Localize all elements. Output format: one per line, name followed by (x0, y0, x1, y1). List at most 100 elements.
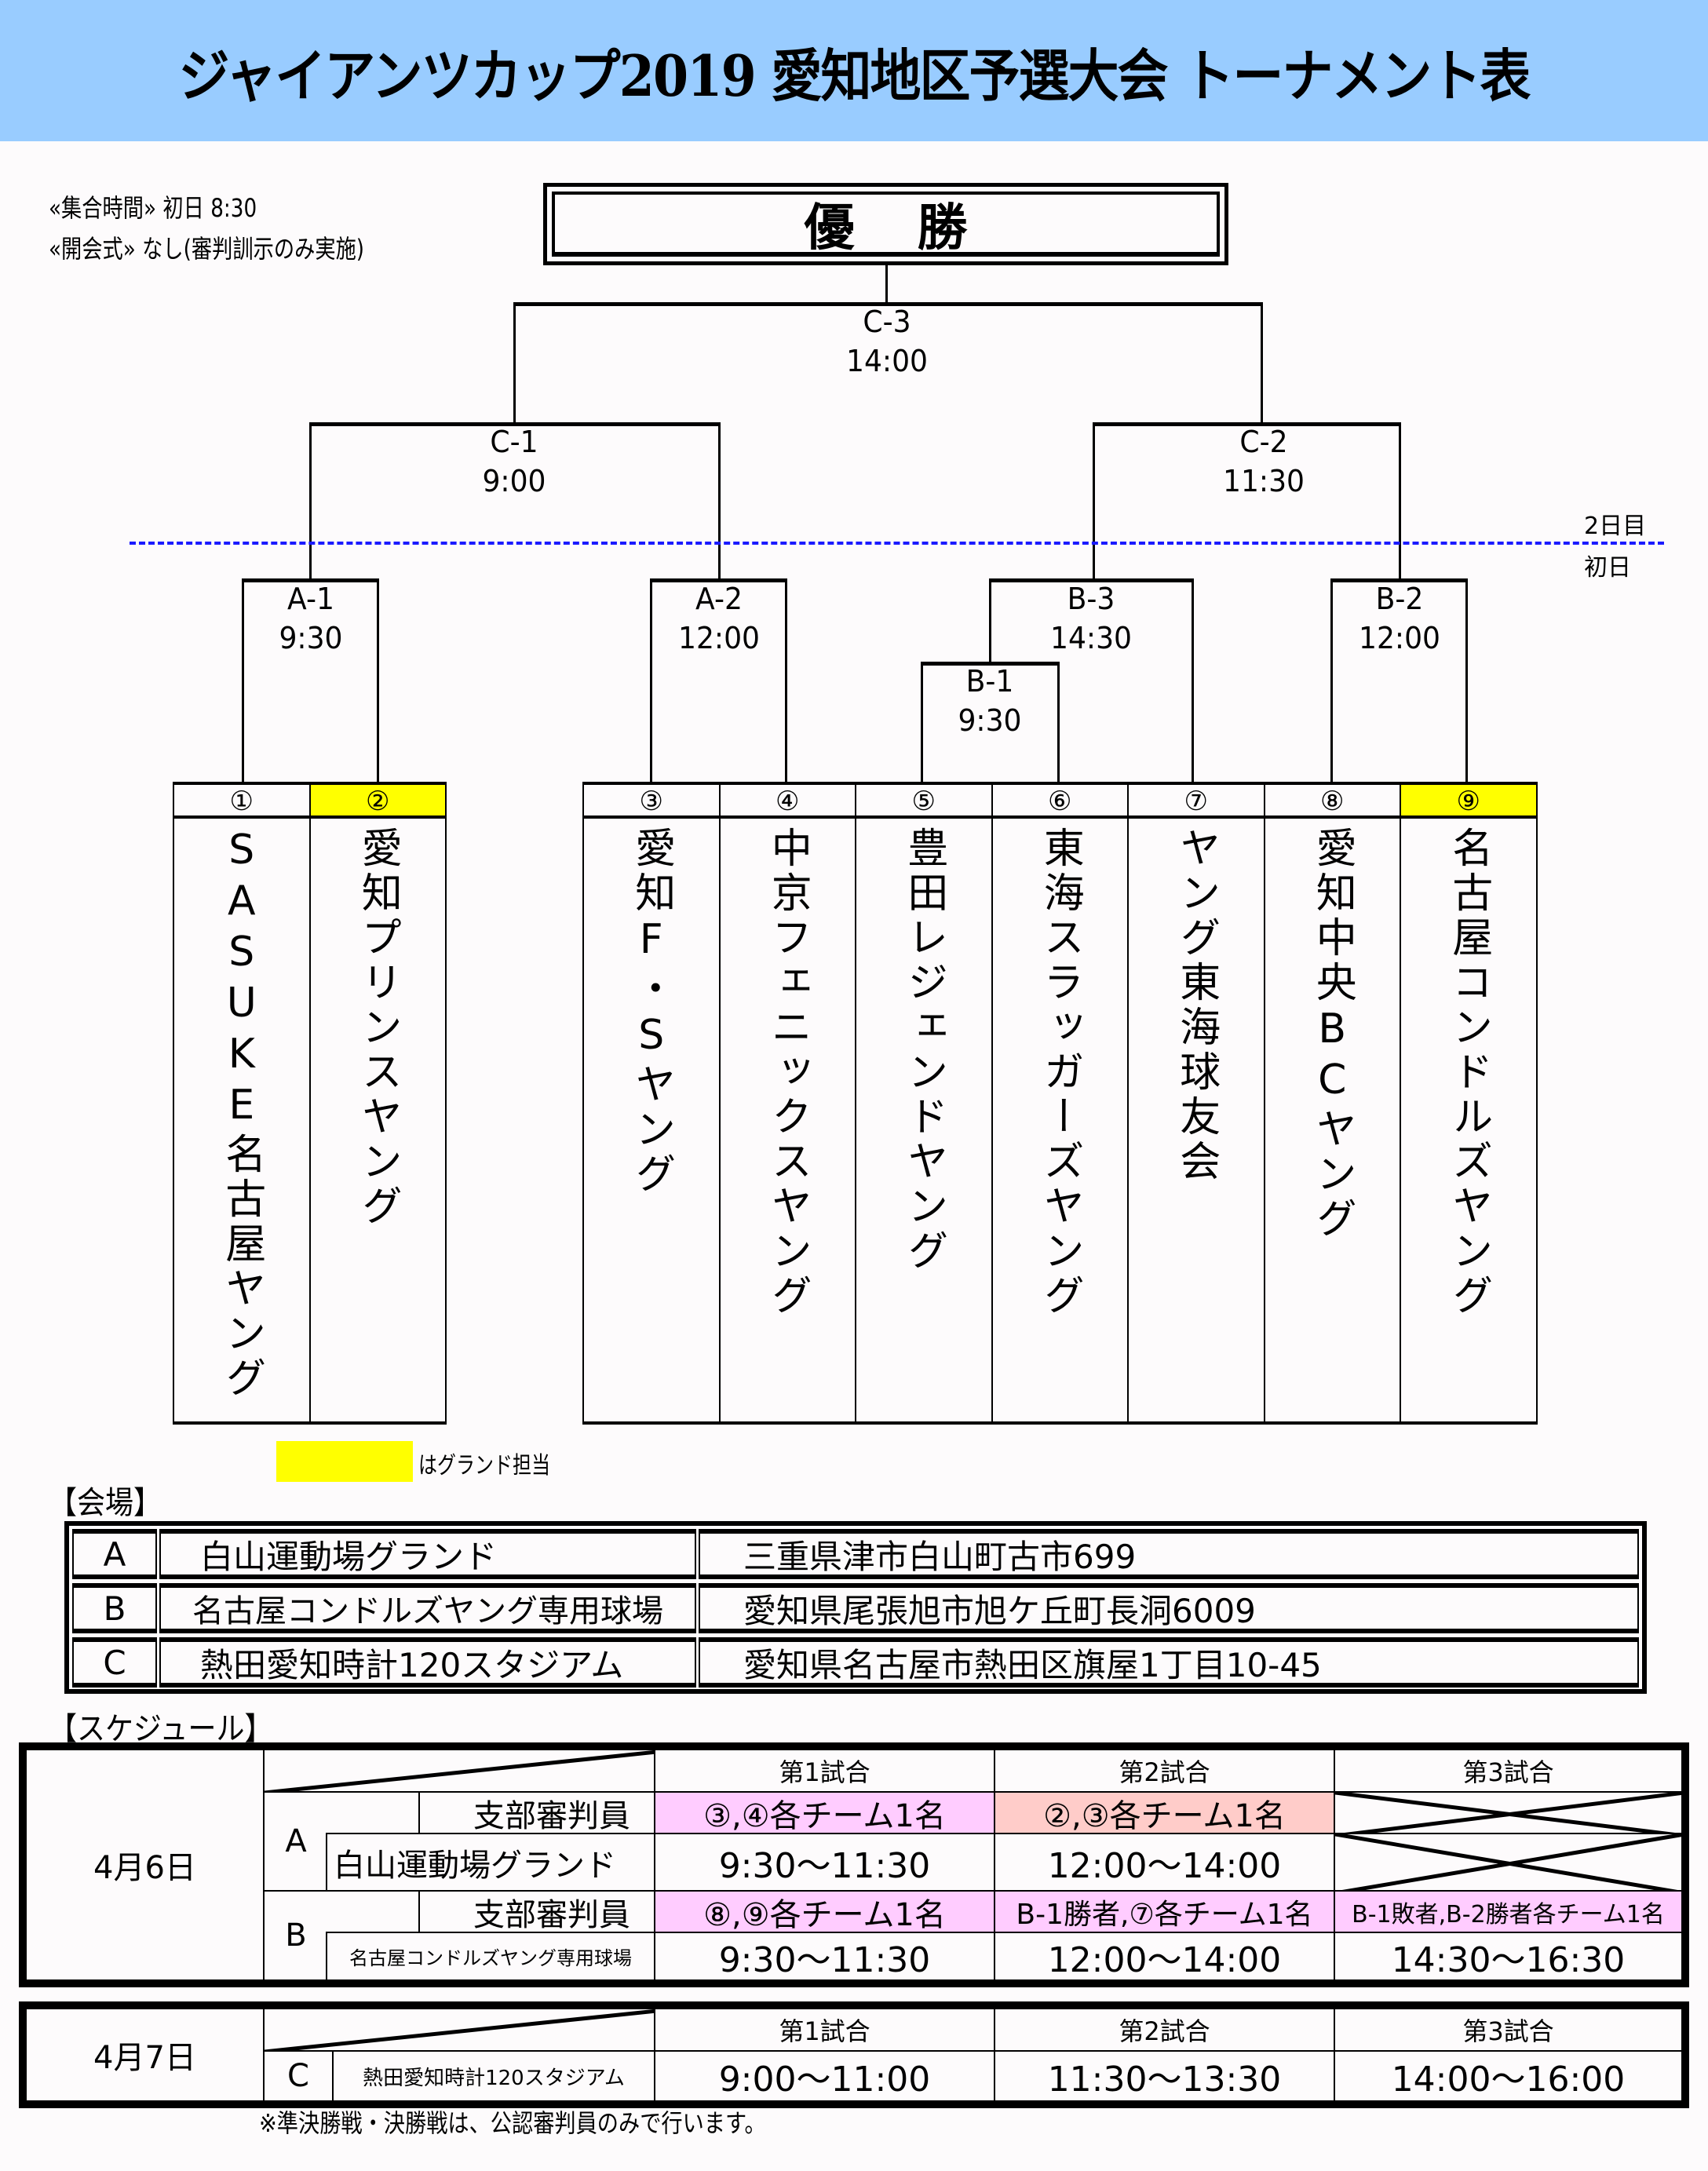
bracket-line (921, 662, 923, 784)
bracket-line (1093, 422, 1401, 426)
cross-mark (1335, 1834, 1681, 1890)
team-number: ⑨ (1400, 782, 1538, 817)
team-name-cell: 中京フェニックスヤング (718, 815, 856, 1425)
champion-box: 優勝 (543, 183, 1228, 265)
match-time: 9:30 (958, 703, 1022, 738)
team-name: SASUKE名古屋ヤング (217, 826, 265, 1401)
time-cell: 9:30～11:30 (654, 1833, 995, 1892)
bracket-line (309, 422, 721, 426)
bracket-line (1330, 578, 1468, 582)
team-name: 豊田レジェンドヤング (900, 826, 947, 1274)
ground-duty-legend-swatch (276, 1441, 413, 1482)
team-name-cell: 東海スラッガーズヤング (991, 815, 1129, 1425)
venue-heading: 【会場】 (49, 1485, 162, 1521)
schedule-date: 4月7日 (25, 2008, 265, 2102)
game2-header: 第2試合 (994, 1749, 1335, 1793)
match-code: A-1 (287, 582, 334, 616)
venue-b-id: B (263, 1890, 327, 1981)
cell-divider (326, 1892, 420, 1932)
match-time: 14:00 (845, 344, 929, 378)
umpire-label: 支部審判員 (326, 1890, 655, 1933)
team-name-cell: 豊田レジェンドヤング (855, 815, 993, 1425)
bracket-line (989, 578, 1194, 582)
venue-a-name: 白山運動場グランド (326, 1833, 655, 1892)
day-divider-line (130, 542, 1664, 545)
team-name: 愛知プリンスヤング (354, 826, 402, 1229)
time-cell: 9:00～11:00 (654, 2050, 995, 2102)
venue-name: 白山運動場グランド (159, 1529, 696, 1579)
venue-address: 愛知県名古屋市熱田区旗屋1丁目10-45 (699, 1637, 1639, 1688)
venue-c-id: C (263, 2050, 334, 2102)
venue-address: 三重県津市白山町古市699 (699, 1529, 1639, 1579)
bracket-line (309, 422, 312, 581)
team-name-cell: ヤング東海球友会 (1127, 815, 1265, 1425)
time-cell: 14:00～16:00 (1334, 2050, 1683, 2102)
cross-mark (1335, 1793, 1681, 1833)
bracket-line (242, 578, 244, 784)
umpire-cell: B-1敗者,B-2勝者各チーム1名 (1334, 1890, 1683, 1933)
schedule-date: 4月6日 (25, 1749, 265, 1981)
title-bar: ジャイアンツカップ2019 愛知地区予選大会 トーナメント表 (0, 0, 1708, 141)
ground-duty-legend-text: はグランド担当 (418, 1452, 550, 1480)
time-cell: 14:30～16:30 (1334, 1932, 1683, 1981)
opening-ceremony-info: «開会式» なし(審判訓示のみ実施) (49, 234, 365, 264)
team-name-cell: 愛知F・Sヤング (582, 815, 721, 1425)
venue-address: 愛知県尾張旭市旭ケ丘町長洞6009 (699, 1583, 1639, 1633)
diagonal-line (265, 1750, 654, 1791)
schedule-heading: 【スケジュール】 (49, 1711, 273, 1747)
match-time: 14:30 (1049, 621, 1133, 655)
game1-header: 第1試合 (654, 1749, 995, 1793)
team-name: ヤング東海球友会 (1172, 826, 1220, 1184)
bracket-line (1261, 302, 1263, 425)
match-b2: B-2 12:00 (1325, 579, 1474, 658)
team-name: 愛知F・Sヤング (627, 826, 675, 1197)
bracket-line (1192, 578, 1194, 784)
bracket-line (785, 578, 787, 784)
bracket-line (242, 578, 379, 582)
day1-label: 初日 (1584, 554, 1631, 582)
time-cell: 9:30～11:30 (654, 1932, 995, 1981)
venue-row: B 名古屋コンドルズヤング専用球場 愛知県尾張旭市旭ケ丘町長洞6009 (72, 1583, 1639, 1633)
bracket-line (1465, 578, 1468, 784)
umpire-label-text: 支部審判員 (473, 1896, 630, 1933)
assembly-time-info: «集合時間» 初日 8:30 (49, 193, 257, 223)
bracket-line (513, 302, 516, 425)
venue-a-id: A (263, 1791, 327, 1892)
bracket-line (650, 578, 787, 582)
empty-crossed-cell (1334, 1791, 1683, 1834)
venue-name: 熱田愛知時計120スタジアム (159, 1637, 696, 1688)
venue-row: A 白山運動場グランド 三重県津市白山町古市699 (72, 1529, 1639, 1579)
match-time: 12:00 (677, 621, 761, 655)
venue-table: A 白山運動場グランド 三重県津市白山町古市699 B 名古屋コンドルズヤング専… (64, 1521, 1647, 1694)
bracket-line (989, 578, 991, 663)
umpire-cell: ②,③各チーム1名 (994, 1791, 1335, 1834)
bracket-line (377, 578, 379, 784)
empty-crossed-cell (1334, 1833, 1683, 1892)
bracket-line (921, 662, 1060, 666)
match-time: 12:00 (1358, 621, 1441, 655)
venue-id: A (72, 1529, 157, 1579)
team-number: ② (308, 782, 447, 817)
venue-name: 名古屋コンドルズヤング専用球場 (159, 1583, 696, 1633)
team-name: 中京フェニックスヤング (764, 826, 812, 1319)
match-code: B-3 (1067, 582, 1115, 616)
match-a1: A-1 9:30 (236, 579, 385, 658)
venue-id: C (72, 1637, 157, 1688)
match-code: B-2 (1375, 582, 1424, 616)
bracket-line (885, 265, 888, 305)
footnote: ※準決勝戦・決勝戦は、公認審判員のみで行います。 (259, 2108, 766, 2138)
team-number: ⑦ (1127, 782, 1265, 817)
match-code: C-3 (863, 305, 911, 339)
bracket-line (1330, 578, 1333, 784)
game3-header: 第3試合 (1334, 1749, 1683, 1793)
match-time: 9:00 (482, 464, 546, 498)
team-number: ⑥ (991, 782, 1129, 817)
page-title: ジャイアンツカップ2019 愛知地区予選大会 トーナメント表 (178, 42, 1531, 109)
game3-header: 第3試合 (1334, 2008, 1683, 2052)
team-number: ③ (582, 782, 721, 817)
umpire-cell: ③,④各チーム1名 (654, 1791, 995, 1834)
diagonal-line (265, 2009, 654, 2050)
match-c2: C-2 11:30 (1189, 422, 1338, 501)
venue-id: B (72, 1583, 157, 1633)
match-a2: A-2 12:00 (644, 579, 794, 658)
